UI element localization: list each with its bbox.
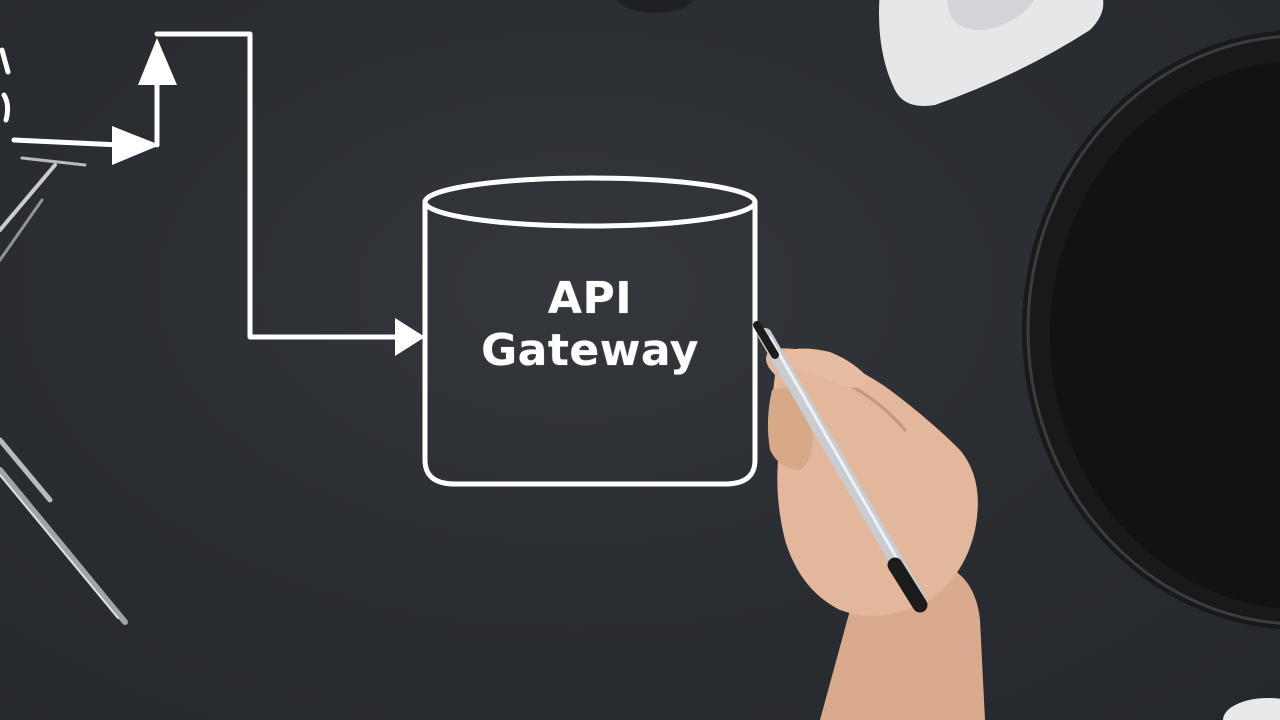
index-finger: [785, 348, 870, 388]
desk-tools: [0, 156, 128, 625]
pen-icon: [753, 321, 928, 613]
computer-mouse: [879, 0, 1104, 106]
gateway-label-line-1: API: [547, 273, 633, 324]
left-edge-marks: [0, 47, 11, 123]
frying-pan: [1022, 30, 1280, 630]
arrow-right-icon: [112, 126, 160, 165]
database-cylinder-icon: [422, 175, 758, 487]
arrow-right-icon: [395, 318, 425, 356]
dark-object: [616, 0, 694, 13]
connector-horizontal-left: [11, 137, 123, 148]
connector-arrowheads: [112, 38, 425, 356]
connector-to-gateway: [154, 31, 403, 340]
white-object: [1223, 698, 1280, 720]
arrow-up-icon: [138, 38, 177, 85]
gateway-label-line-2: Gateway: [481, 325, 699, 376]
